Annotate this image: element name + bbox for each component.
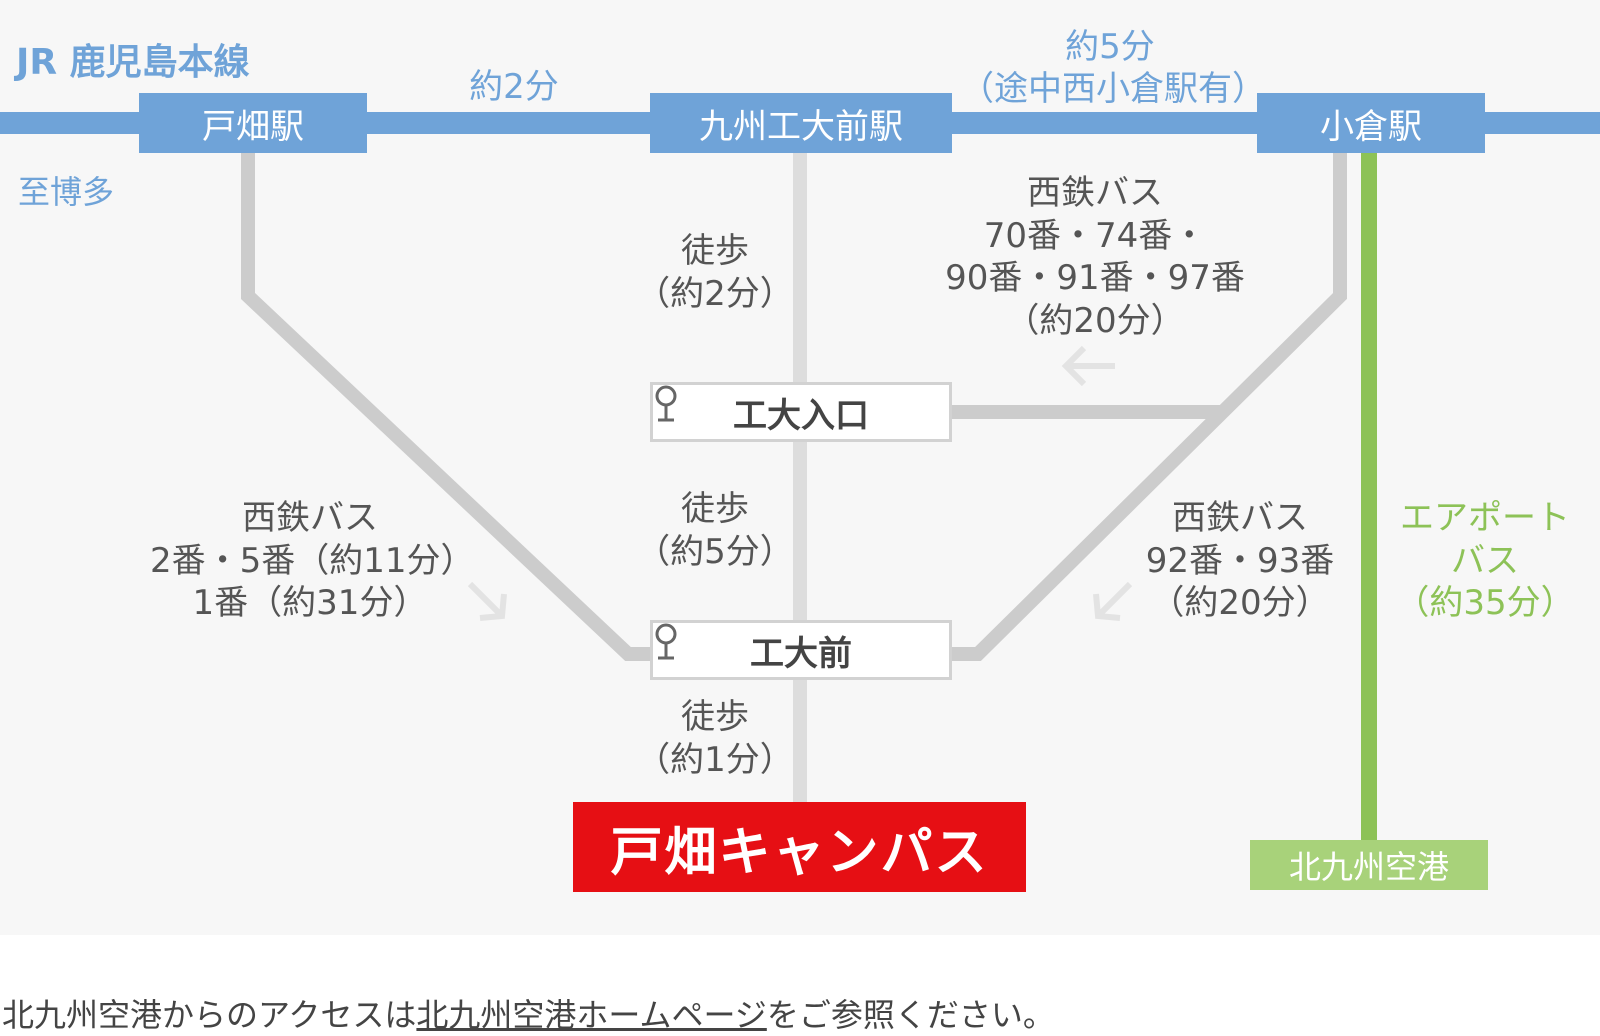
time-tobata-kyukodaimae: 約2分 bbox=[469, 67, 559, 107]
station-kyukodaimae: 九州工大前駅 bbox=[650, 93, 952, 153]
arrow-down-right-icon bbox=[467, 581, 507, 621]
route-tobata-bus bbox=[241, 153, 655, 661]
airport-homepage-link[interactable]: 北九州空港ホームページ bbox=[416, 996, 767, 1034]
footer-text-before: 北九州空港からのアクセスは bbox=[2, 996, 417, 1034]
walk-label-lower-line1: 徒歩 bbox=[681, 697, 749, 737]
airport-bus-label-line2: バス bbox=[1451, 540, 1519, 581]
bus-stop-front: 工大前 bbox=[650, 620, 952, 680]
bus-label-tobata-line3: 1番（約31分） bbox=[192, 583, 428, 623]
access-map: JR 鹿児島本線 至博多 戸畑駅 九州工大前駅 小倉駅 約2分 約5分 （途中西… bbox=[0, 27, 1600, 892]
walk-label-lower: 徒歩 （約1分） bbox=[630, 696, 800, 781]
station-tobata: 戸畑駅 bbox=[139, 93, 367, 153]
walk-label-upper: 徒歩 （約2分） bbox=[630, 230, 800, 315]
bus-stop-pin-icon bbox=[655, 623, 677, 660]
airport-bus-label-line3: （約35分） bbox=[1395, 583, 1575, 623]
bus-stop-entrance-label: 工大入口 bbox=[733, 395, 869, 436]
bus-label-tobata-line1: 西鉄バス bbox=[242, 498, 378, 538]
bus-stop-front-label: 工大前 bbox=[750, 633, 852, 674]
bus-label-kokura-upper: 西鉄バス 70番・74番・ 90番・91番・97番 （約20分） bbox=[930, 172, 1260, 342]
airport-bus-label-line1: エアポート bbox=[1400, 498, 1570, 538]
bus-label-kokura-upper-line3: 90番・91番・97番 bbox=[945, 258, 1245, 298]
route-lines bbox=[0, 112, 1600, 840]
time-kyukodaimae-kokura: 約5分 bbox=[1065, 27, 1155, 67]
walk-label-middle-line2: （約5分） bbox=[636, 531, 794, 572]
arrow-left-icon bbox=[1061, 345, 1115, 387]
bus-label-kokura-lower-line1: 西鉄バス bbox=[1172, 498, 1308, 538]
arrow-down-left-icon bbox=[1093, 581, 1133, 621]
bus-stop-pin-icon bbox=[655, 385, 677, 422]
station-kokura: 小倉駅 bbox=[1257, 93, 1485, 153]
airport-destination: 北九州空港 bbox=[1250, 840, 1488, 890]
bus-label-kokura-upper-line4: （約20分） bbox=[1005, 300, 1185, 341]
airport-bus-label: エアポート バス （約35分） bbox=[1390, 497, 1580, 625]
bus-label-tobata: 西鉄バス 2番・5番（約11分） 1番（約31分） bbox=[150, 497, 475, 625]
walk-label-middle-line1: 徒歩 bbox=[681, 489, 749, 529]
walk-label-upper-line2: （約2分） bbox=[636, 273, 794, 314]
footer-note: 北九州空港からのアクセスは北九州空港ホームページをご参照ください。 bbox=[2, 990, 1055, 1036]
bus-label-tobata-line2: 2番・5番（約11分） bbox=[150, 540, 475, 581]
bus-label-kokura-lower-line3: （約20分） bbox=[1150, 583, 1330, 623]
bus-label-kokura-lower-line2: 92番・93番 bbox=[1145, 540, 1335, 581]
bus-stop-entrance: 工大入口 bbox=[650, 382, 952, 442]
route-kokura-bus bbox=[950, 153, 1347, 661]
footer-text-after: をご参照ください。 bbox=[766, 996, 1055, 1034]
walk-label-middle: 徒歩 （約5分） bbox=[630, 488, 800, 573]
walk-label-upper-line1: 徒歩 bbox=[681, 231, 749, 271]
note-nishikokura: （途中西小倉駅有） bbox=[960, 69, 1266, 109]
jr-line-name: JR 鹿児島本線 bbox=[16, 42, 250, 83]
bus-label-kokura-upper-line2: 70番・74番・ bbox=[983, 215, 1207, 256]
direction-label: 至博多 bbox=[18, 173, 115, 211]
walk-label-lower-line2: （約1分） bbox=[636, 739, 794, 780]
bus-label-kokura-lower: 西鉄バス 92番・93番 （約20分） bbox=[1130, 497, 1350, 625]
bus-label-kokura-upper-line1: 西鉄バス bbox=[1027, 173, 1163, 213]
campus-destination: 戸畑キャンパス bbox=[573, 802, 1026, 892]
